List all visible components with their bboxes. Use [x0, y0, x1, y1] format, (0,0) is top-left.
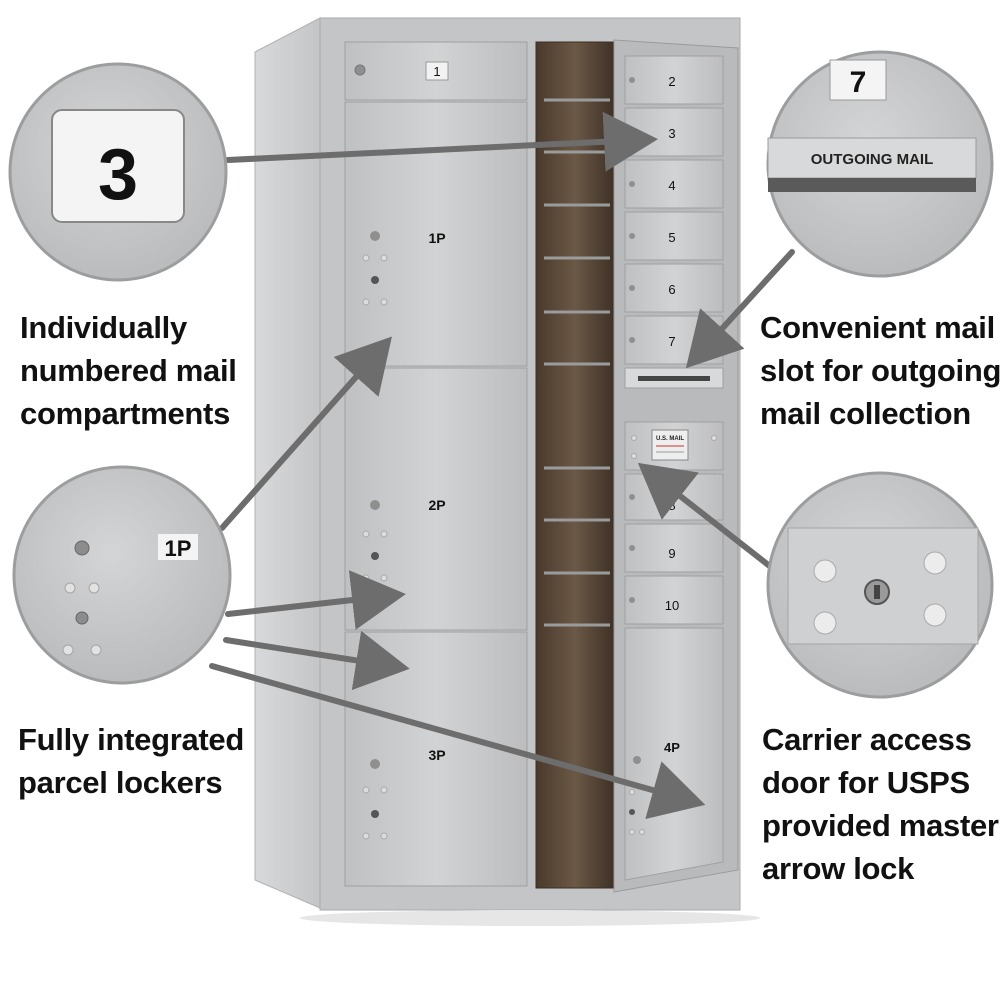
- cabinet-side: [254, 17, 321, 909]
- parcel-label-2p: 2P: [428, 497, 445, 513]
- arrow-to-parcel-1p: [219, 336, 392, 531]
- caption-line: slot for outgoing: [760, 353, 1000, 388]
- compartment-door-3: 3: [624, 107, 724, 157]
- arrow-to-parcel-4p: [209, 663, 706, 820]
- compartment-door-1: 1: [344, 41, 528, 101]
- caption-line: Convenient mail: [760, 310, 995, 345]
- caption-outgoing-mail-slot: Convenient mail slot for outgoing mail c…: [760, 306, 1000, 435]
- compartment-label-3: 3: [668, 126, 675, 141]
- caption-line: parcel lockers: [18, 765, 223, 800]
- compartment-door-2: 2: [624, 55, 724, 105]
- compartment-door-9: 9: [624, 523, 724, 573]
- zoom-bubble-number: 3: [8, 62, 228, 282]
- arrow-to-parcel-2p: [225, 570, 406, 630]
- cabinet-interior: [535, 41, 615, 889]
- caption-line: provided master: [762, 808, 999, 843]
- compartment-label-6: 6: [668, 282, 675, 297]
- carrier-lock-panel: U.S. MAIL: [624, 421, 724, 471]
- caption-numbered-compartments: Individually numbered mail compartments: [20, 306, 237, 435]
- caption-line: numbered mail: [20, 353, 237, 388]
- compartment-label-7: 7: [668, 334, 675, 349]
- interior-shelves: [544, 98, 610, 627]
- compartment-label-4: 4: [668, 178, 675, 193]
- arrow-to-parcel-3p: [223, 630, 410, 691]
- caption-line: door for USPS: [762, 765, 970, 800]
- parcel-label-4p: 4P: [664, 740, 680, 755]
- zoom-bubble-lock: [766, 471, 994, 699]
- arrow-to-compartment-3: [225, 111, 658, 172]
- compartment-door-4: 4: [624, 159, 724, 209]
- arrow-to-carrier-lock: [637, 462, 793, 585]
- zoom-number-label: 3: [98, 135, 138, 215]
- caption-carrier-access-door: Carrier access door for USPS provided ma…: [762, 718, 999, 890]
- compartment-label-5: 5: [668, 230, 675, 245]
- parcel-locker-3p: 3P: [344, 631, 528, 887]
- caption-line: mail collection: [760, 396, 971, 431]
- parcel-locker-1p: 1P: [344, 101, 528, 367]
- parcel-locker-2p: 2P: [344, 367, 528, 631]
- caption-line: Fully integrated: [18, 722, 245, 757]
- compartment-door-8: 8: [624, 473, 724, 521]
- usps-label: U.S. MAIL: [656, 436, 684, 442]
- arrow-to-outgoing-slot: [685, 249, 795, 369]
- caption-line: arrow lock: [762, 851, 915, 886]
- floor-shadow: [300, 910, 760, 926]
- parcel-locker-4p: 4P: [624, 627, 724, 881]
- zoom-outgoing-label: OUTGOING MAIL: [811, 151, 934, 168]
- caption-line: compartments: [20, 396, 231, 431]
- compartment-door-6: 6: [624, 263, 724, 313]
- compartment-label-9: 9: [668, 546, 675, 561]
- compartment-label-2: 2: [668, 74, 675, 89]
- outgoing-mail-slot: [624, 367, 724, 389]
- callout-arrows: [209, 111, 795, 820]
- parcel-label-3p: 3P: [428, 747, 445, 763]
- caption-line: Carrier access: [762, 722, 972, 757]
- compartment-label-1: 1: [433, 64, 440, 79]
- compartment-label-10: 10: [665, 598, 679, 613]
- parcel-label-1p: 1P: [428, 230, 445, 246]
- caption-line: Individually: [20, 310, 187, 345]
- zoom-parcel-label: 1P: [165, 536, 192, 561]
- zoom-slot-number: 7: [850, 66, 867, 99]
- zoom-bubble-outgoing: 7 OUTGOING MAIL: [766, 50, 994, 278]
- zoom-bubble-parcel: 1P: [12, 465, 232, 685]
- compartment-label-8: 8: [668, 498, 675, 513]
- compartment-door-5: 5: [624, 211, 724, 261]
- caption-parcel-lockers: Fully integrated parcel lockers: [18, 718, 244, 804]
- compartment-door-10: 10: [624, 575, 724, 625]
